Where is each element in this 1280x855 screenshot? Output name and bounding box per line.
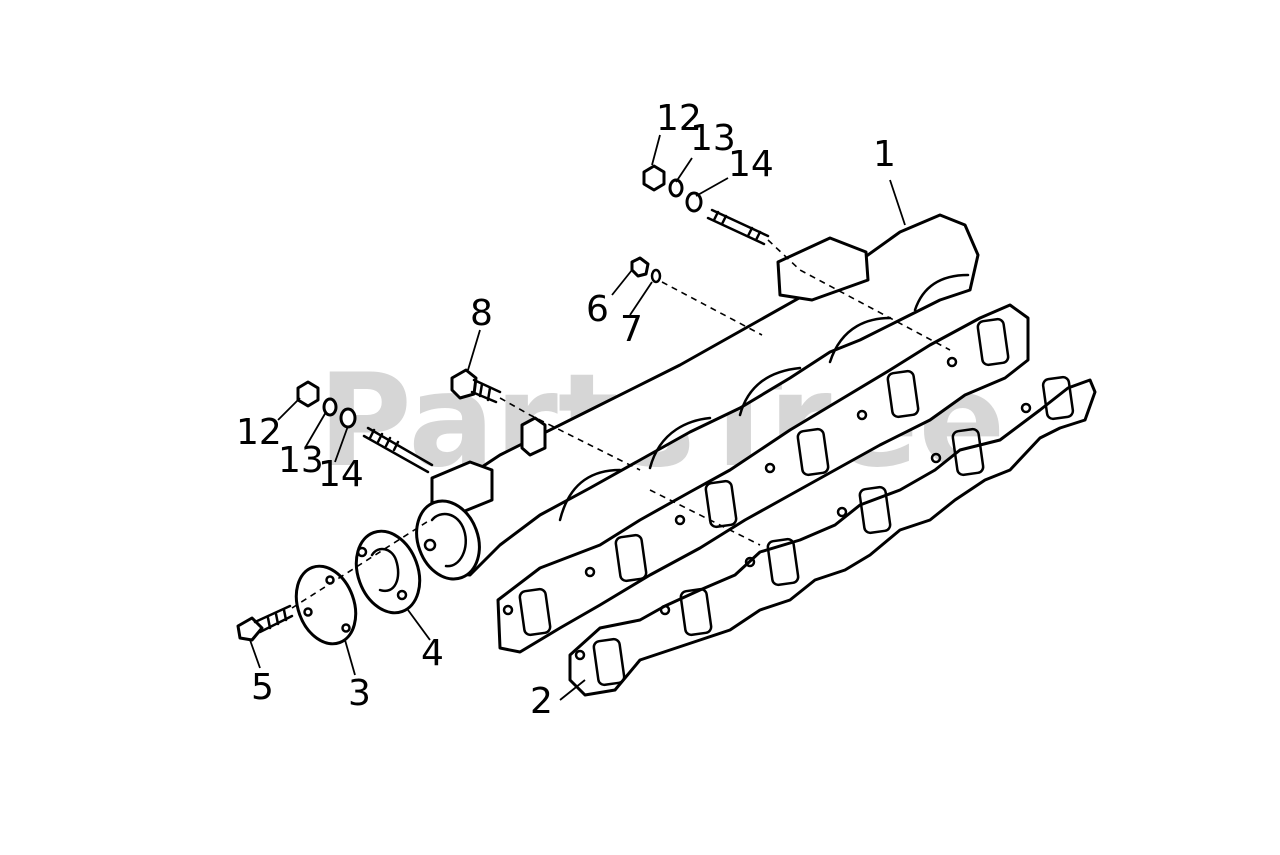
cover-bolt[interactable] — [236, 604, 294, 642]
callout-1: 1 — [873, 134, 896, 175]
assembly-lines — [291, 239, 951, 609]
callout-2: 2 — [530, 681, 553, 722]
callouts: 1 2 3 4 5 6 7 8 12 13 14 12 13 14 — [236, 98, 896, 722]
stud-lower[interactable] — [362, 426, 434, 474]
stud-upper[interactable] — [706, 208, 770, 246]
end-cover-plate[interactable] — [286, 558, 366, 652]
end-cover-gasket[interactable] — [345, 522, 430, 621]
manifold-bolt[interactable] — [450, 368, 502, 404]
callout-5: 5 — [251, 667, 274, 708]
upper-nut[interactable] — [642, 164, 666, 192]
lower-flat-washer[interactable] — [339, 407, 357, 429]
callout-8: 8 — [470, 293, 493, 334]
callout-13-lower: 13 — [278, 440, 324, 481]
upper-fastener-set[interactable] — [642, 164, 703, 213]
callout-7: 7 — [620, 309, 643, 350]
callout-14-lower: 14 — [318, 454, 364, 495]
callout-3: 3 — [348, 673, 371, 714]
callout-14-upper: 14 — [728, 144, 774, 185]
callout-6: 6 — [586, 289, 609, 330]
callout-13-upper: 13 — [690, 118, 736, 159]
lower-lock-washer[interactable] — [322, 397, 338, 417]
leader-lines — [249, 134, 906, 701]
intake-manifold[interactable] — [406, 213, 1030, 654]
manifold-gasket[interactable] — [568, 375, 1097, 697]
upper-lock-washer[interactable] — [668, 178, 684, 198]
callout-12-upper: 12 — [656, 98, 702, 139]
upper-flat-washer[interactable] — [685, 191, 703, 213]
o-ring[interactable] — [650, 268, 662, 284]
callout-4: 4 — [421, 633, 444, 674]
callout-12-lower: 12 — [236, 412, 282, 453]
lower-nut[interactable] — [296, 380, 320, 408]
plug[interactable] — [630, 256, 650, 278]
